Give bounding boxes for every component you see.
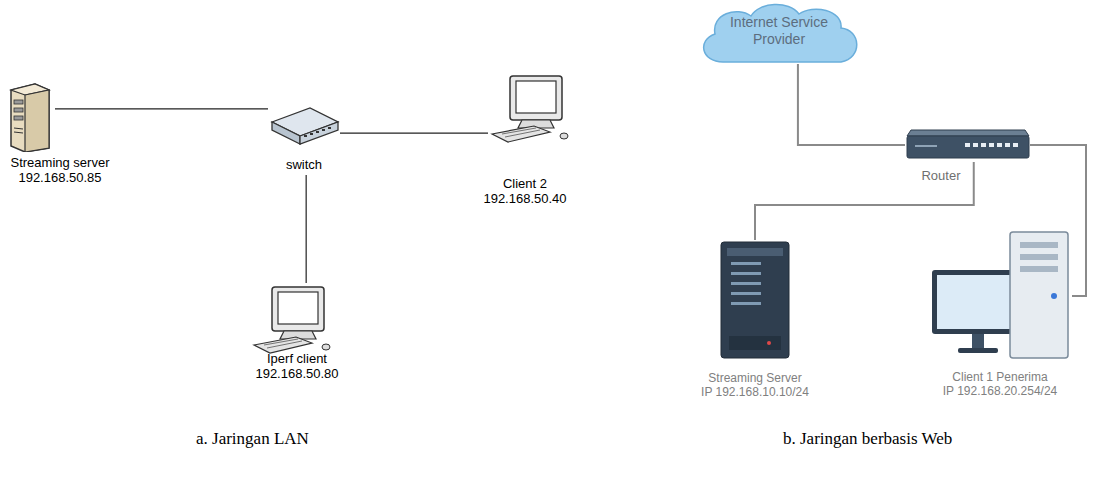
client-pc-node: Client 1 PenerimaIP 192.168.20.254/24 — [930, 230, 1072, 362]
ip-address: 192.168.50.85 — [5, 170, 115, 185]
client-node: Iperf client192.168.50.80 — [250, 283, 344, 349]
device-icon — [250, 283, 344, 357]
client-node: Client 2192.168.50.40 — [488, 72, 582, 152]
device-label: Router — [911, 168, 971, 183]
switch-node: switch — [268, 104, 340, 175]
network-link — [755, 162, 974, 240]
device-name: Iperf client — [250, 351, 344, 366]
device-label: Iperf client192.168.50.80 — [250, 351, 344, 381]
server-tower-node: Streaming ServerIP 192.168.10.10/24 — [715, 240, 795, 362]
device-icon — [268, 104, 340, 148]
device-name: switch — [268, 157, 340, 172]
ip-address: IP 192.168.20.254/24 — [910, 384, 1090, 398]
server-icon-node: Streaming server192.168.50.85 — [5, 80, 55, 152]
cloud-node: Internet Service Provider — [693, 0, 865, 64]
device-label: Streaming ServerIP 192.168.10.10/24 — [680, 371, 830, 399]
device-label: Streaming server192.168.50.85 — [5, 155, 115, 185]
device-icon — [715, 240, 795, 362]
device-name: Client 1 Penerima — [910, 370, 1090, 384]
device-name: Streaming Server — [680, 371, 830, 385]
device-name: Client 2 — [468, 176, 582, 191]
cloud-label: Internet Service Provider — [719, 14, 839, 48]
device-label: Client 1 PenerimaIP 192.168.20.254/24 — [910, 370, 1090, 398]
panel-caption: a. Jaringan LAN — [196, 429, 309, 449]
provider-name: Internet Service Provider — [719, 14, 839, 48]
device-name: Router — [911, 168, 971, 183]
device-name: Streaming server — [5, 155, 115, 170]
device-icon — [488, 72, 582, 146]
network-link — [306, 175, 307, 283]
panel-caption: b. Jaringan berbasis Web — [783, 429, 952, 449]
device-label: Client 2192.168.50.40 — [468, 176, 582, 206]
router-node: Router — [905, 128, 1030, 162]
ip-address: IP 192.168.10.10/24 — [680, 385, 830, 399]
ip-address: 192.168.50.40 — [468, 191, 582, 206]
device-icon — [930, 230, 1072, 362]
device-icon — [905, 128, 1030, 162]
device-label: switch — [268, 157, 340, 172]
network-link — [55, 108, 268, 109]
device-icon — [5, 80, 55, 152]
ip-address: 192.168.50.80 — [250, 366, 344, 381]
network-link — [340, 133, 488, 134]
network-link — [798, 64, 905, 145]
